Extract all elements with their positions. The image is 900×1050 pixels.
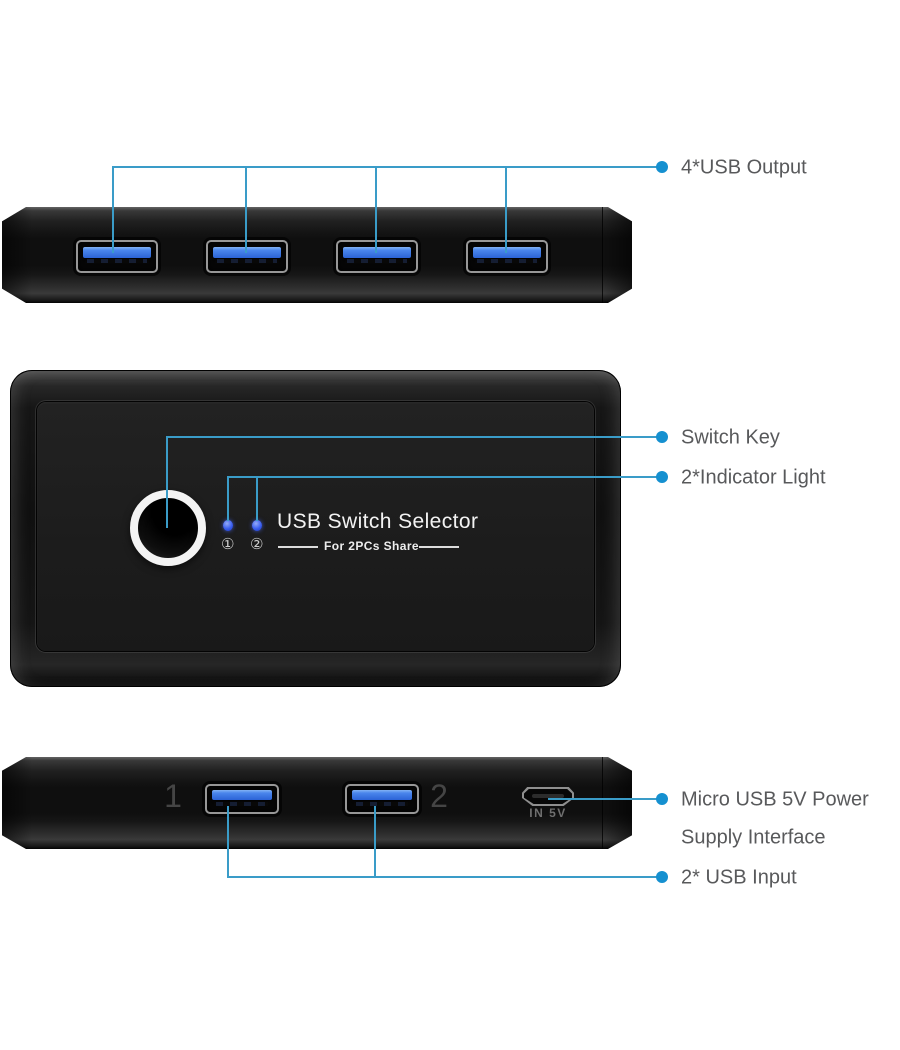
- panel-title: USB Switch Selector: [277, 510, 479, 533]
- label-usb-input: 2* USB Input: [681, 866, 797, 889]
- usb-output-edge-view: [2, 207, 632, 303]
- device-right-bevel: [602, 757, 632, 849]
- callout-dot: [656, 471, 668, 483]
- led-2-mark: ②: [250, 536, 264, 553]
- usb-pins: [356, 802, 408, 806]
- callout-line: [505, 167, 507, 253]
- device-left-bevel: [2, 757, 32, 849]
- micro-usb-slot: [532, 794, 564, 798]
- led-1-mark: ①: [221, 536, 235, 553]
- callout-dot: [656, 871, 668, 883]
- callout-line: [112, 166, 658, 168]
- indicator-led-1: [223, 520, 233, 531]
- in-5v-etched-label: IN 5V: [529, 806, 567, 820]
- label-power-line2: Supply Interface: [681, 826, 826, 849]
- usb-pins: [347, 259, 407, 263]
- callout-line: [256, 477, 258, 521]
- subtitle-dash-left: [278, 546, 318, 548]
- port-2-etched-label: 2: [430, 778, 448, 814]
- callout-line: [374, 806, 376, 878]
- usb-pins: [217, 259, 277, 263]
- usb-pins: [216, 802, 268, 806]
- micro-usb-port: [522, 787, 574, 806]
- face-panel: [37, 402, 594, 651]
- label-power-line1: Micro USB 5V Power: [681, 788, 869, 811]
- usb-tongue: [473, 247, 541, 258]
- panel-subtitle: For 2PCs Share: [324, 539, 419, 553]
- callout-line: [548, 798, 658, 800]
- usb-input-port-1: [205, 784, 279, 814]
- device-right-bevel: [602, 207, 632, 303]
- callout-line: [112, 167, 114, 253]
- callout-line: [166, 437, 168, 528]
- port-1-etched-label: 1: [164, 778, 182, 814]
- usb-tongue: [83, 247, 151, 258]
- callout-dot: [656, 431, 668, 443]
- usb-a-port-1: [76, 240, 158, 273]
- usb-tongue: [213, 247, 281, 258]
- usb-tongue: [343, 247, 411, 258]
- usb-a-port-3: [336, 240, 418, 273]
- usb-tongue: [212, 790, 272, 800]
- usb-pins: [87, 259, 147, 263]
- callout-dot: [656, 793, 668, 805]
- label-usb-output: 4*USB Output: [681, 156, 807, 179]
- usb-a-port-4: [466, 240, 548, 273]
- label-switch-key: Switch Key: [681, 426, 780, 449]
- callout-line: [227, 876, 658, 878]
- switch-key-button: [130, 490, 206, 566]
- callout-line: [166, 436, 658, 438]
- usb-pins: [477, 259, 537, 263]
- device-left-bevel: [2, 207, 32, 303]
- usb-tongue: [352, 790, 412, 800]
- indicator-led-2: [252, 520, 262, 531]
- callout-line: [245, 167, 247, 253]
- switch-top-face-view: [10, 370, 621, 687]
- label-indicator-light: 2*Indicator Light: [681, 466, 826, 489]
- callout-line: [227, 477, 229, 521]
- usb-input-port-2: [345, 784, 419, 814]
- usb-input-edge-view: 1 2 IN 5V: [2, 757, 632, 849]
- micro-usb-cavity: [524, 789, 572, 804]
- callout-line: [375, 167, 377, 253]
- subtitle-dash-right: [419, 546, 459, 548]
- callout-line: [227, 476, 658, 478]
- callout-dot: [656, 161, 668, 173]
- usb-a-port-2: [206, 240, 288, 273]
- callout-line: [227, 806, 229, 878]
